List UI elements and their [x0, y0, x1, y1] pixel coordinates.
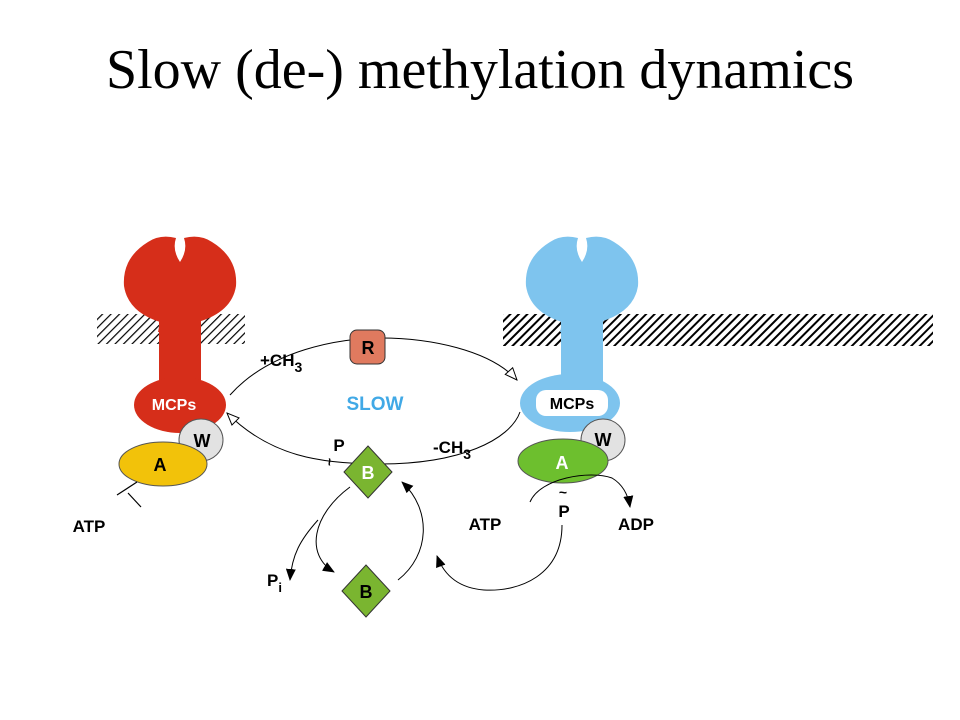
phosphotransfer-arrow	[436, 524, 563, 591]
mcp-left-head	[123, 236, 237, 332]
mcp-right-head	[525, 236, 639, 332]
tilde-on-a: ~	[559, 484, 567, 500]
pi-label: Pi	[267, 571, 282, 595]
tilde-on-b: ~	[322, 458, 338, 466]
plus-ch3-label: +CH3	[260, 351, 302, 375]
minus-ch3-label: -CH3	[433, 438, 471, 462]
slide-title: Slow (de-) methylation dynamics	[105, 39, 855, 101]
cheb-diamond	[341, 564, 391, 618]
atp-left-line	[127, 492, 142, 508]
mcp-receptor-right	[520, 236, 639, 432]
cheb-phospho-diamond	[343, 445, 393, 499]
a-left-label: A	[154, 455, 167, 475]
mcp-left-stalk	[159, 300, 201, 390]
atp-left-bar	[116, 481, 138, 496]
a-right-label: A	[556, 453, 569, 473]
w-right-label: W	[595, 430, 612, 450]
b-bottom-label: B	[360, 582, 373, 602]
b-top-label: B	[362, 463, 375, 483]
cheb-phospho-arrow	[397, 481, 424, 581]
atp-adp-arrow	[529, 474, 634, 508]
mcp-receptor-left	[123, 236, 237, 433]
atp-left-label: ATP	[73, 517, 106, 536]
chea-right	[517, 438, 609, 484]
r-label: R	[362, 338, 375, 358]
cher-box	[349, 329, 386, 365]
pi-release-arrow	[285, 519, 319, 581]
adp-right-label: ADP	[618, 515, 654, 534]
p-on-a-label: P	[558, 502, 569, 521]
mcps-right-label: MCPs	[550, 396, 595, 413]
atp-right-label: ATP	[469, 515, 502, 534]
w-left-label: W	[194, 431, 211, 451]
chea-left	[118, 441, 208, 487]
p-on-b-label: P	[333, 436, 344, 455]
slow-label: SLOW	[347, 394, 404, 415]
cheb-dephospho-arrow	[315, 486, 351, 573]
mcps-left-label: MCPs	[152, 397, 197, 414]
mcp-right-label-bg	[536, 390, 608, 416]
